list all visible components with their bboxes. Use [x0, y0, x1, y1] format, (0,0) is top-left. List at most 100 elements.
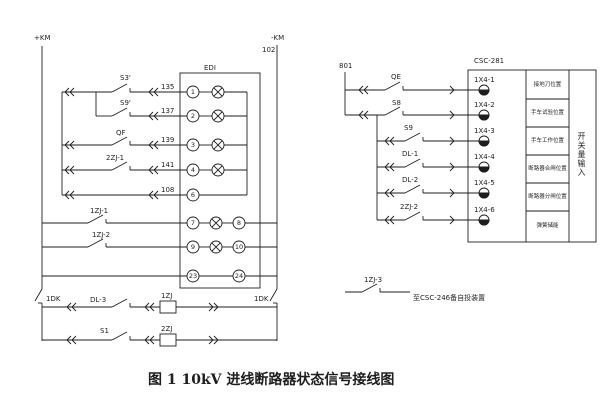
lamp-common-return: [199, 92, 248, 196]
terminal-number: 7: [191, 219, 195, 227]
relay-coil-icon: [159, 300, 177, 314]
contact-blade: [384, 81, 401, 91]
terminal-label: 1X4-2: [474, 101, 495, 109]
terminal: 24: [232, 269, 246, 283]
terminal-number: 9: [191, 243, 195, 251]
coil-row-1zj: DL-3 1ZJ: [42, 292, 277, 314]
input-terminal: 1X4-5: [474, 179, 495, 199]
input-function-label: 手车试验位置: [531, 108, 565, 116]
breaker-1dk-left: 1DK: [34, 288, 61, 304]
breaker-left-label: 1DK: [46, 295, 61, 303]
connector-icon: [148, 165, 159, 175]
contact-blade: [111, 298, 128, 308]
edi-title: EDI: [204, 64, 216, 72]
contact-blade: [404, 158, 421, 168]
terminal-number: 2: [191, 112, 195, 120]
terminal-number: 4: [191, 166, 195, 174]
csc-281-device: CSC-281 1X4-1 1X4-2 1X4-3 1X4-4 1X4-5 1X…: [467, 57, 597, 243]
terminal-label: 1X4-6: [474, 206, 495, 214]
input-row-2zj-2: 2ZJ-2: [377, 203, 479, 225]
bus-negative: -KM 102: [262, 34, 284, 341]
indicator-lamp-icon: [209, 240, 223, 254]
input-row-dl-2: DL-2: [377, 176, 479, 198]
contact-blade: [87, 214, 104, 224]
wire-number: 137: [161, 107, 174, 115]
contact-blade: [404, 184, 421, 194]
edi-module: EDI 1 2 3 4 6: [179, 64, 261, 289]
indicator-lamp-icon: [199, 109, 247, 123]
terminal: 10: [232, 240, 246, 254]
input-terminal: 1X4-3: [474, 127, 495, 147]
input-group-label: 开关量输入: [577, 132, 586, 177]
signal-row-common: 108: [62, 186, 187, 200]
breaker-right-label: 1DK: [254, 295, 269, 303]
contact-label: 1ZJ-3: [364, 276, 382, 284]
contact-label: S9': [120, 99, 131, 107]
input-row-dl-1: DL-1: [377, 150, 479, 172]
terminal: 8: [232, 216, 246, 230]
connector-icon: [358, 110, 369, 120]
contact-blade: [111, 136, 128, 146]
terminal-number: 10: [235, 243, 243, 251]
contact-blade: [87, 238, 104, 248]
contact-blade: [111, 161, 128, 171]
source-wire-number: 801: [339, 62, 352, 70]
connector-icon: [449, 162, 455, 172]
terminal: 1: [186, 85, 200, 99]
connector-icon: [449, 215, 455, 225]
contact-blade: [111, 107, 128, 117]
terminal-number: 3: [191, 141, 195, 149]
signal-row-2zj-1: 2ZJ-1 141: [62, 154, 187, 175]
input-function-label: 手车工作位置: [531, 136, 565, 144]
wire-number: 135: [161, 83, 174, 91]
coil-label: 1ZJ: [161, 292, 172, 300]
coil-label: 2ZJ: [161, 325, 172, 333]
terminal: 6: [186, 188, 200, 202]
contact-blade: [384, 106, 401, 116]
wire-number: 108: [161, 186, 174, 194]
contact-label: 2ZJ-2: [400, 203, 418, 211]
contact-label: 1ZJ-2: [92, 231, 110, 239]
terminal-number: 6: [191, 191, 195, 199]
contact-label: S3': [120, 74, 131, 82]
terminal-label: 1X4-3: [474, 127, 495, 135]
connector-icon: [66, 302, 77, 312]
connector-icon: [384, 162, 395, 172]
terminal: 9: [186, 240, 200, 254]
connector-icon: [64, 165, 75, 175]
coil-row-2zj: S1 2ZJ: [42, 325, 277, 347]
input-function-label: 断路器合闸位置: [528, 164, 567, 172]
relay-coil-icon: [159, 333, 177, 347]
indicator-lamp-icon: [209, 216, 223, 230]
contact-blade: [361, 283, 378, 293]
input-function-label: 断路器分闸位置: [528, 192, 567, 200]
terminal-label: 1X4-4: [474, 153, 495, 161]
connector-icon: [384, 215, 395, 225]
contact-label: QE: [391, 73, 401, 81]
signal-row-s3: S3' 135: [62, 74, 187, 97]
terminal: 2: [186, 109, 200, 123]
connector-icon: [64, 140, 75, 150]
wire-number: 141: [161, 161, 174, 169]
contact-blade: [404, 132, 421, 142]
terminal: 7: [186, 216, 200, 230]
relay-row-power: 23 24: [42, 269, 277, 283]
connector-icon: [449, 110, 455, 120]
terminal: 4: [186, 163, 200, 177]
connector-icon: [144, 335, 155, 345]
contact-blade: [404, 211, 421, 221]
terminal-label: 1X4-1: [474, 76, 495, 84]
contact-label: DL-3: [90, 296, 106, 304]
indicator-lamp-icon: [199, 85, 247, 99]
destination-label: 至CSC-246备自投装置: [413, 293, 485, 302]
input-row-s8: S8: [345, 99, 479, 120]
terminal-number: 23: [189, 272, 197, 280]
signal-row-qf: QF 139: [62, 129, 187, 150]
input-function-label: 弹簧储能: [536, 221, 559, 229]
relay-row-1zj-1: 1ZJ-1 7 8: [42, 207, 277, 230]
terminal-number: 1: [191, 88, 195, 96]
relay-row-1zj-2: 1ZJ-2 9 10: [42, 231, 277, 254]
contact-label: DL-2: [402, 176, 418, 184]
